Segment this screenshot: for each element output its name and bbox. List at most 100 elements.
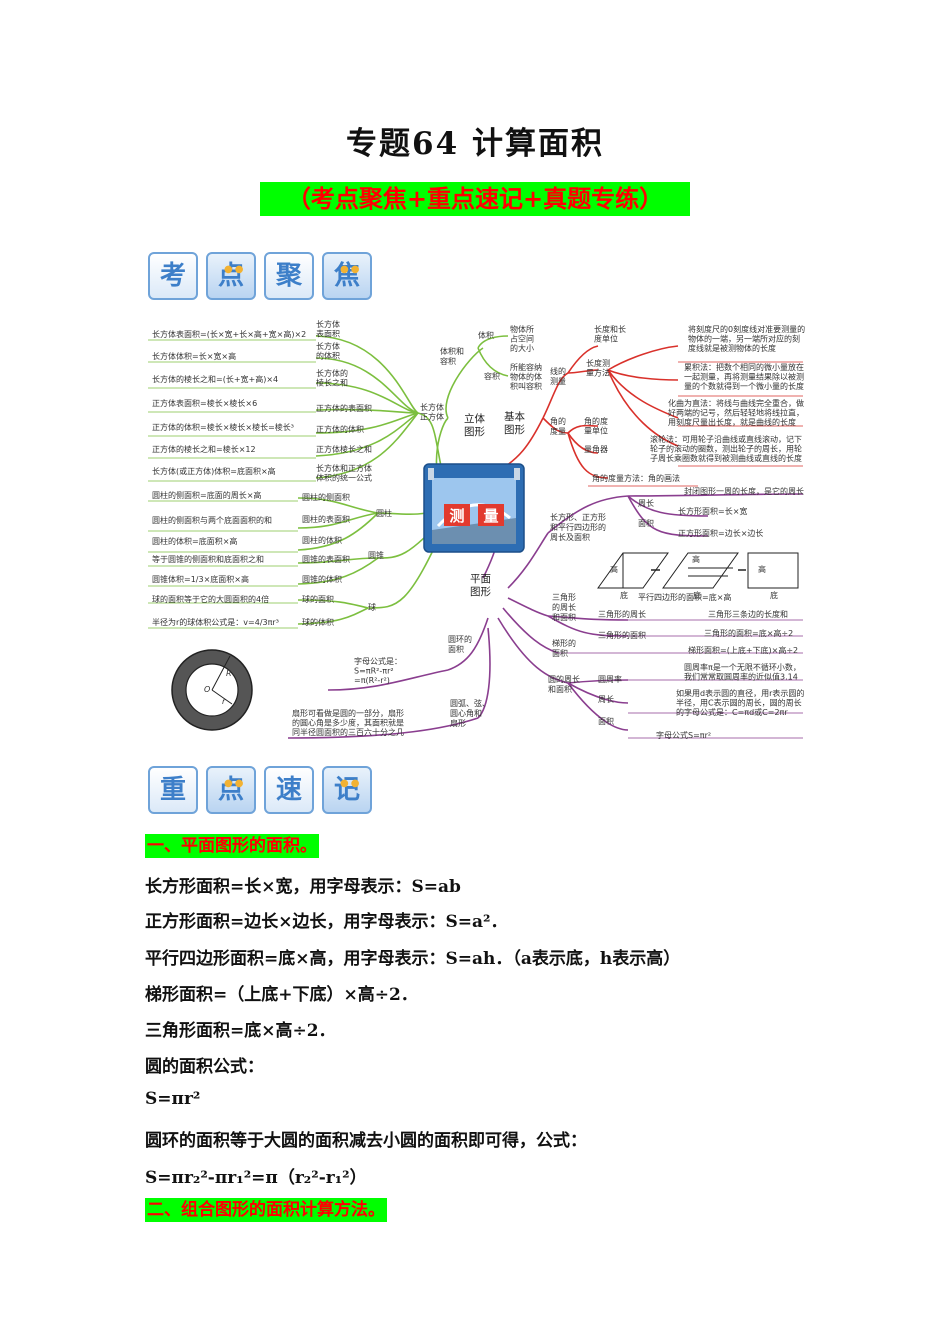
line-square-area: 正方形面积=边长×边长，用字母表示：S=a²．	[145, 912, 508, 932]
solid-formula-3: 正方体表面积=棱长×棱长×6	[152, 398, 257, 408]
measure-desc-1: 将刻度尺的0刻度线对准要测量的物体的一端，另一端所对应的刻度线就是被测物体的长度	[688, 324, 805, 353]
solid-formula-0: 长方体表面积=(长×宽+长×高+宽×高)×2	[152, 329, 306, 339]
cone-node: 圆锥	[368, 550, 384, 560]
line-ring-formula: S=πr₂²-πr₁²=π（r₂²-r₁²）	[145, 1168, 367, 1188]
solid-formula-7: 圆柱的侧面积=底面的周长×高	[152, 490, 261, 500]
carea-node: 面积	[598, 716, 614, 726]
perimeter-desc: 封闭图形一周的长度，是它的周长	[684, 486, 804, 496]
solid-label-13: 球的体积	[302, 617, 334, 627]
tile-kao: 考	[148, 252, 198, 300]
measure-desc-4: 滚轮法：可用轮子沿曲线或直线滚动，记下轮子的滚动的圈数，测出轮子的周长，用轮子周…	[650, 434, 802, 463]
solid-formula-11: 圆锥体积=1/3×底面积×高	[152, 574, 249, 584]
area-node: 面积	[638, 518, 654, 528]
line-trap-area: 梯形面积=（上底+下底）×高÷2．	[145, 985, 418, 1005]
measure-desc-3: 化曲为直法：将线与曲线完全重合，做好两端的记号，然后轻轻地将线拉直，用刻度尺量出…	[668, 398, 804, 427]
page-subtitle: （考点聚焦+重点速记+真题专练）	[260, 182, 690, 216]
perimeter-node: 周长	[638, 498, 654, 508]
parallelogram-figures	[597, 552, 799, 589]
solid-formula-1: 长方体体积=长×宽×高	[152, 351, 236, 361]
branch-solid-label: 立体图形	[464, 412, 485, 438]
tile-ju: 聚	[264, 252, 314, 300]
solid-label-9: 圆柱的体积	[302, 535, 342, 545]
rongji-desc: 所能容纳物体的体积叫容积	[510, 362, 542, 391]
angle-method-node: 角的度量方法：角的画法	[592, 473, 680, 483]
tiji-desc: 物体所占空间的大小	[510, 324, 534, 353]
tri-perim-desc: 三角形三条边的长度和	[708, 609, 788, 619]
solid-formula-13: 半径为r的球体积公式是：v=4/3πr³	[152, 617, 279, 627]
section2-heading: 二、组合图形的面积计算方法。	[145, 1198, 387, 1222]
svg-text:O: O	[204, 685, 210, 694]
solid-formula-12: 球的面积等于它的大圆面积的4倍	[152, 594, 269, 604]
protractor-node: 量角器	[584, 444, 608, 454]
circ-desc: 如果用d表示圆的直径，用r表示圆的半径，用C表示圆的周长，圆的周长的字母公式是：…	[676, 688, 804, 717]
mindmap-labels: 立体图形基本图形平面图形体积和容积体积物体所占空间的大小容积所能容纳物体的体积叫…	[152, 319, 805, 740]
tri-perim-node: 三角形的周长	[598, 609, 646, 619]
tile-dian2: ●●点	[206, 766, 256, 814]
carea-desc: 字母公式S=πr²	[656, 730, 711, 740]
center-char-1: 测	[449, 507, 464, 525]
svg-text:高: 高	[758, 564, 766, 574]
para-area-formula: 平行四边形的面积=底×高	[638, 592, 731, 602]
pi-desc: 圆周率π是一个无限不循环小数，我们常常取圆周率的近似值3.14	[684, 662, 801, 682]
sphere-node: 球	[368, 602, 376, 612]
svg-text:高: 高	[610, 564, 618, 574]
solid-formula-5: 正方体的棱长之和=棱长×12	[152, 444, 256, 454]
line-rect-area: 长方形面积=长×宽，用字母表示：S=ab	[145, 877, 461, 897]
solid-formula-9: 圆柱的体积=底面积×高	[152, 536, 237, 546]
solid-formula-4: 正方体的体积=棱长×棱长×棱长=棱长³	[152, 422, 294, 432]
volume-node: 体积和容积	[440, 346, 464, 366]
purple-branch-lines	[287, 493, 804, 739]
tile-ji: ●●记	[322, 766, 372, 814]
ring-figure: R O r	[171, 649, 253, 731]
angle-measure-node: 角的度量	[550, 416, 566, 436]
solid-formula-8: 圆柱的侧面积与两个底面面积的和	[152, 515, 272, 525]
solid-label-0: 长方体表面积	[316, 319, 340, 339]
square-area-formula: 正方形面积=边长×边长	[678, 528, 763, 538]
page-title: 专题64 计算面积	[346, 126, 604, 162]
rect-area-formula: 长方形面积=长×宽	[678, 506, 747, 516]
quad-node: 长方形、正方形和平行四边形的周长及面积	[550, 512, 606, 542]
tile-dian: ●●点	[206, 252, 256, 300]
solid-label-5: 正方体棱长之和	[316, 444, 372, 454]
branch-basic-label: 基本图形	[504, 410, 525, 436]
solid-formula-6: 长方体(或正方体)体积=底面积×高	[152, 466, 276, 476]
ring-node: 圆环的面积	[448, 634, 472, 654]
solid-label-11: 圆锥的体积	[302, 574, 342, 584]
solid-label-6: 长方体和正方体体积的统一公式	[316, 463, 372, 483]
solid-label-2: 长方体的棱长之和	[316, 368, 348, 388]
ring-desc: 字母公式是：S=πR²-πr²=π(R²-r²)	[354, 656, 402, 685]
mindmap-diagram: 测 量 R O r 高 底 高 底 高 底 立体图形基本图形平面图形体积和容积体…	[148, 319, 805, 740]
angle-unit-node: 角的度量单位	[584, 416, 608, 436]
svg-text:底: 底	[620, 590, 628, 600]
red-branch-lines	[502, 345, 803, 487]
tiji-node: 体积	[478, 330, 494, 340]
svg-text:高: 高	[692, 554, 700, 564]
line-circle-title: 圆的面积公式：	[145, 1057, 264, 1077]
section1-heading: 一、平面图形的面积。	[145, 834, 319, 858]
svg-text:r: r	[222, 697, 226, 706]
svg-text:底: 底	[693, 590, 701, 600]
tri-area-node: 三角形的面积	[598, 630, 646, 640]
sector-desc: 扇形可看做是圆的一部分，扇形的圆心角是多少度，其面积就是同半径圆面积的三百六十分…	[292, 708, 404, 737]
solid-label-8: 圆柱的表面积	[302, 514, 350, 524]
line-ring-text: 圆环的面积等于大圆的面积减去小圆的面积即可得，公式：	[145, 1131, 587, 1151]
circle-node: 圆的周长和面积	[548, 674, 580, 694]
solid-label-4: 正方体的体积	[316, 424, 364, 434]
solid-label-12: 球的面积	[302, 594, 334, 604]
line-tri-area: 三角形面积=底×高÷2．	[145, 1021, 336, 1041]
line-measure-node: 线的测量	[550, 366, 566, 386]
line-para-area: 平行四边形面积=底×高，用字母表示：S=ah．（a表示底，h表示高）	[145, 949, 681, 969]
cuboid-node: 长方体正方体	[420, 402, 444, 422]
solid-formula-10: 等于圆锥的侧面积和底面积之和	[152, 554, 264, 564]
measure-desc-2: 累积法：把数个相同的微小量放在一起测量，再将测量结果除以被测量的个数就得到一个微…	[684, 362, 804, 391]
tri-area-desc: 三角形的面积=底×高÷2	[704, 628, 793, 638]
rongji-node: 容积	[484, 371, 500, 381]
tile-zhong: 重	[148, 766, 198, 814]
tri-node: 三角形的周长和面积	[552, 592, 576, 622]
circ-node: 周长	[598, 694, 614, 704]
tile-jiao: ●●焦	[322, 252, 372, 300]
cylinder-node: 圆柱	[376, 508, 392, 518]
trap-node: 梯形的面积	[552, 638, 576, 658]
length-unit-node: 长度和长度单位	[594, 324, 626, 344]
pi-node: 圆周率	[598, 674, 622, 684]
